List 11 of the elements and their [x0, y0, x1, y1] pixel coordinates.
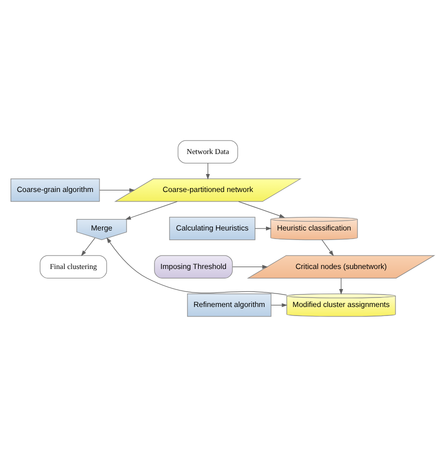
arrow [232, 264, 268, 269]
arrow [270, 303, 288, 308]
arrow [206, 162, 210, 180]
arrow [254, 226, 272, 230]
arrow [99, 188, 136, 192]
arrow [238, 201, 286, 218]
arrow [81, 238, 96, 256]
arrow [339, 278, 344, 295]
arrow [322, 240, 334, 256]
arrow [125, 201, 178, 220]
arrow [106, 237, 287, 296]
